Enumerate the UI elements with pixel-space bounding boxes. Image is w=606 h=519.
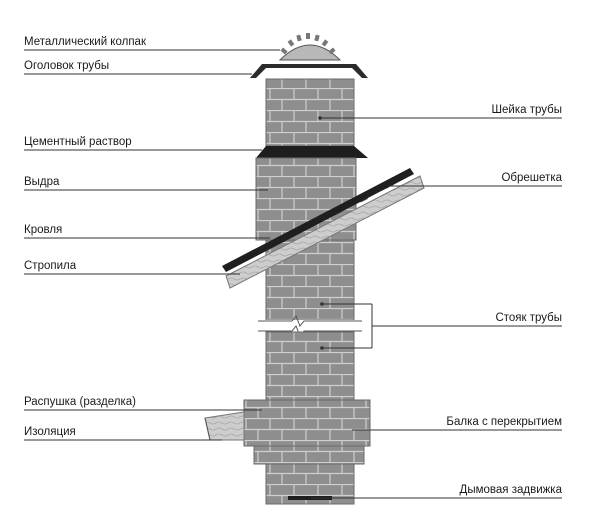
label-roofing: Кровля bbox=[24, 224, 63, 236]
label-lathing: Обрешетка bbox=[501, 172, 562, 184]
metal-cap-shape bbox=[278, 33, 342, 61]
roof-assembly bbox=[222, 168, 425, 289]
rafters-shape bbox=[225, 175, 425, 289]
label-pipe-neck: Шейка трубы bbox=[491, 104, 563, 116]
roofing-shape bbox=[222, 168, 414, 272]
label-insulation: Изоляция bbox=[24, 426, 76, 438]
riser-break bbox=[258, 320, 362, 332]
label-metal-cap: Металлический колпак bbox=[24, 36, 146, 48]
beam-shape bbox=[204, 411, 245, 441]
label-otter: Выдра bbox=[24, 176, 60, 188]
label-cement-mortar: Цементный раствор bbox=[24, 136, 132, 148]
label-fluffing: Распушка (разделка) bbox=[24, 396, 136, 408]
label-riser: Стояк трубы bbox=[495, 312, 562, 324]
pipe-neck-shape bbox=[265, 78, 355, 147]
fluffing-shape bbox=[243, 399, 371, 447]
label-beam-with-ceiling: Балка с перекрытием bbox=[446, 416, 562, 428]
cement-mortar-shape bbox=[256, 146, 368, 158]
pipe-head-shape bbox=[250, 64, 368, 78]
leader-lines bbox=[24, 49, 562, 499]
label-pipe-head: Оголовок трубы bbox=[24, 60, 110, 72]
label-smoke-damper: Дымовая задвижка bbox=[459, 484, 562, 496]
riser-lower-shape bbox=[265, 331, 355, 401]
label-rafters: Стропила bbox=[24, 260, 77, 272]
